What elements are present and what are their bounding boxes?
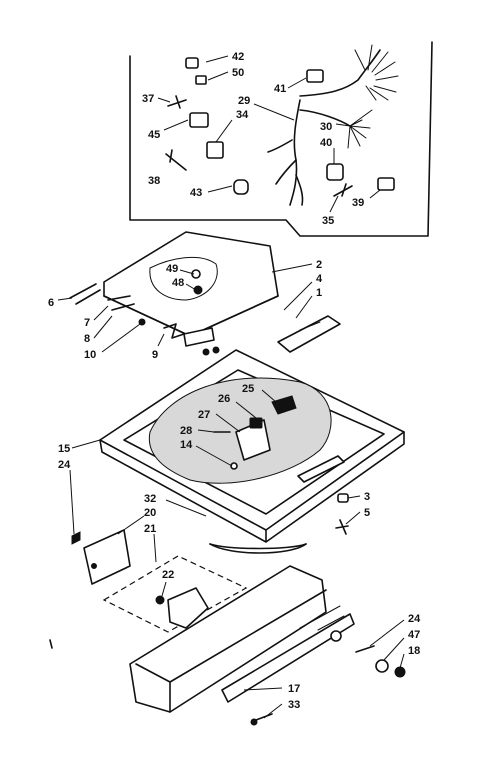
callout-45: 45 — [148, 129, 160, 141]
callout-25: 25 — [242, 383, 254, 395]
callout-6: 6 — [48, 297, 54, 309]
callout-24: 24 — [58, 459, 71, 471]
callout-24b: 24 — [408, 613, 421, 625]
callout-39: 39 — [352, 197, 364, 209]
lower-cabinet — [49, 529, 406, 726]
cabinet-top — [99, 349, 405, 543]
callout-47: 47 — [408, 629, 420, 641]
callout-10: 10 — [84, 349, 96, 361]
top-panel-assembly — [69, 231, 341, 356]
callout-34: 34 — [236, 109, 249, 121]
callout-labels: 42 50 37 41 29 45 34 30 40 38 43 39 35 2… — [48, 51, 421, 719]
callout-14: 14 — [180, 439, 193, 451]
callout-9: 9 — [152, 349, 158, 361]
callout-17: 17 — [288, 683, 300, 695]
callout-27: 27 — [198, 409, 210, 421]
callout-7: 7 — [84, 317, 90, 329]
callout-35: 35 — [322, 215, 334, 227]
callout-37: 37 — [142, 93, 154, 105]
callout-38: 38 — [148, 175, 160, 187]
callout-41: 41 — [274, 83, 286, 95]
callout-43: 43 — [190, 187, 202, 199]
callout-40: 40 — [320, 137, 332, 149]
callout-28: 28 — [180, 425, 192, 437]
callout-1: 1 — [316, 287, 322, 299]
callout-15: 15 — [58, 443, 70, 455]
callout-42: 42 — [232, 51, 244, 63]
callout-48: 48 — [172, 277, 184, 289]
callout-3: 3 — [364, 491, 370, 503]
callout-30: 30 — [320, 121, 332, 133]
callout-4: 4 — [316, 273, 323, 285]
callout-33: 33 — [288, 699, 300, 711]
callout-49: 49 — [166, 263, 178, 275]
callout-2: 2 — [316, 259, 322, 271]
callout-20: 20 — [144, 507, 156, 519]
callout-22: 22 — [162, 569, 174, 581]
callout-26: 26 — [218, 393, 230, 405]
callout-5: 5 — [364, 507, 370, 519]
wiring-harness-inset — [129, 41, 433, 237]
callout-29: 29 — [238, 95, 250, 107]
callout-50: 50 — [232, 67, 244, 79]
callout-18: 18 — [408, 645, 420, 657]
callout-21: 21 — [144, 523, 156, 535]
callout-32: 32 — [144, 493, 156, 505]
callout-8: 8 — [84, 333, 90, 345]
